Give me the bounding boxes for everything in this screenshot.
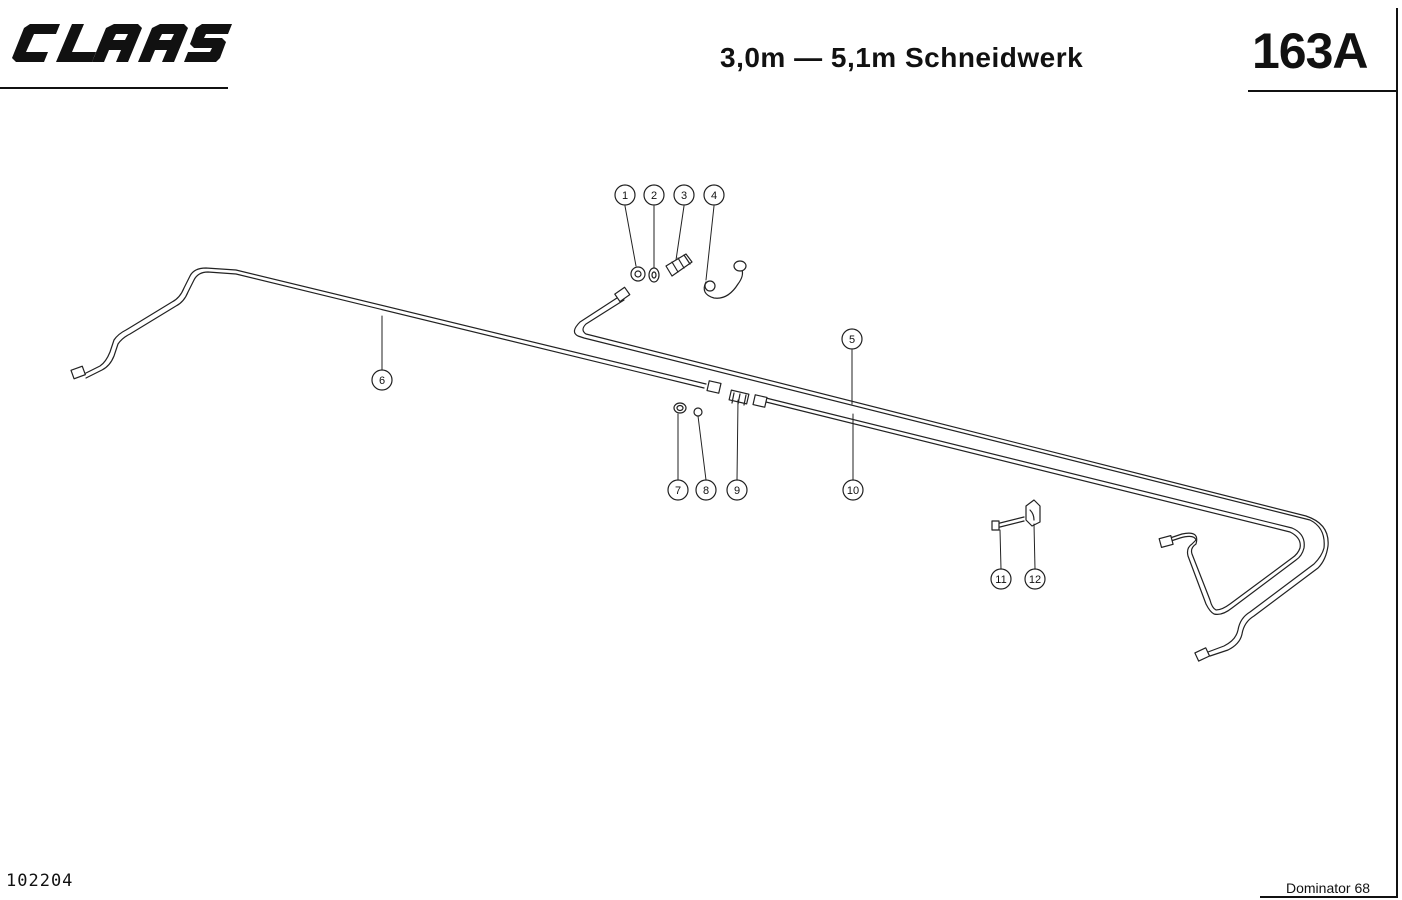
nut-center [706, 380, 768, 408]
document-number: 102204 [6, 871, 74, 891]
header-left-rule [0, 87, 228, 89]
leader-lines [381, 205, 1036, 570]
model-name: Dominator 68 [1286, 880, 1371, 896]
cap-4 [703, 260, 747, 299]
callout-circle [667, 479, 689, 501]
callout-number: 4 [711, 190, 717, 202]
callout-3: 3 [673, 184, 695, 206]
callout-circle [614, 184, 636, 206]
callout-number: 6 [379, 375, 385, 387]
callout-circle [1024, 568, 1046, 590]
nut-1 [630, 266, 646, 282]
callout-4: 4 [703, 184, 725, 206]
callout-number: 1 [622, 190, 628, 202]
pipe-6 [70, 267, 707, 389]
callout-circle [673, 184, 695, 206]
callout-number: 2 [651, 190, 657, 202]
header-right-rule [1248, 90, 1396, 92]
claas-logo [12, 24, 232, 62]
callout-number: 11 [995, 574, 1006, 586]
callout-9: 9 [726, 479, 748, 501]
callout-6: 6 [371, 369, 393, 391]
callout-number: 9 [734, 485, 740, 497]
page-title: 3,0m — 5,1m Schneidwerk [720, 42, 1084, 73]
callout-number: 12 [1029, 574, 1041, 586]
callout-8: 8 [695, 479, 717, 501]
callout-number: 8 [703, 485, 709, 497]
callout-10: 10 [842, 479, 864, 501]
callout-5: 5 [841, 328, 863, 350]
callout-circle [726, 479, 748, 501]
callout-circle [371, 369, 393, 391]
callout-circle [841, 328, 863, 350]
callout-number: 5 [849, 334, 855, 346]
callout-11: 11 [990, 568, 1012, 590]
callout-12: 12 [1024, 568, 1046, 590]
callout-circle [703, 184, 725, 206]
callout-1: 1 [614, 184, 636, 206]
callout-number: 3 [681, 190, 687, 202]
callout-circle [643, 184, 665, 206]
clamp-12 [1025, 499, 1041, 527]
callout-7: 7 [667, 479, 689, 501]
callout-number: 7 [675, 485, 681, 497]
bolt-11 [991, 516, 1025, 531]
callout-circle [842, 479, 864, 501]
page-border-bottom [1260, 896, 1398, 898]
callout-circle [990, 568, 1012, 590]
washer-2 [648, 267, 660, 283]
pipe-10 [765, 397, 1305, 615]
callout-number: 10 [847, 485, 859, 497]
ring-8 [693, 407, 703, 417]
page-number: 163A [1252, 23, 1369, 79]
grease-nipple-3 [665, 253, 693, 277]
pipe-5 [573, 286, 1329, 662]
nut-7 [673, 402, 687, 414]
callout-2: 2 [643, 184, 665, 206]
page-border-right [1396, 8, 1398, 896]
union-fitting-9 [728, 389, 750, 406]
callout-circle [695, 479, 717, 501]
